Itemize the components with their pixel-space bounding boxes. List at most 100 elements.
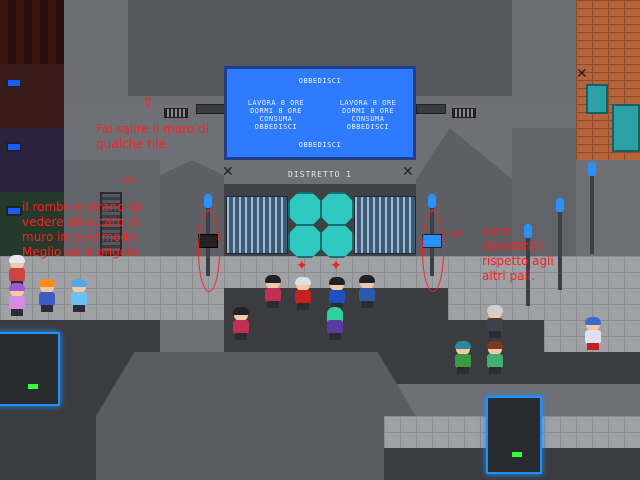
- portal-led-icon: [28, 384, 38, 389]
- pole-light-icon: [524, 224, 532, 238]
- npc-gate-1[interactable]: [262, 275, 284, 308]
- portal-right[interactable]: [486, 396, 542, 474]
- npc-hair: [329, 277, 345, 285]
- npc-legs: [331, 303, 343, 310]
- npc-body: [71, 292, 87, 306]
- portal-left[interactable]: [0, 332, 60, 406]
- window-icon: [6, 78, 22, 88]
- district-sign: DISTRETTO 1: [288, 170, 352, 179]
- arrow-right-icon: ⇨: [122, 170, 136, 189]
- npc-right-4[interactable]: [582, 317, 604, 350]
- vent-mid-right: [416, 104, 446, 114]
- pole-right-highlight: [422, 210, 444, 292]
- pole-light-icon: [588, 162, 596, 176]
- npc-legs: [297, 303, 309, 310]
- propaganda-screen: OBBEDISCI LAVORA 8 ORE DORMI 8 ORE CONSU…: [224, 66, 416, 160]
- npc-hair: [9, 283, 25, 291]
- screen-left-line: CONSUMA: [259, 115, 293, 123]
- red-star-marker-icon: ✦: [330, 258, 342, 274]
- npc-right-3[interactable]: [484, 341, 506, 374]
- pole-light-icon: [428, 194, 436, 208]
- emblem-brick-icon: ✕: [576, 66, 588, 82]
- brick-building-door: [612, 104, 640, 152]
- npc-body: [295, 290, 311, 304]
- side-door[interactable]: [100, 192, 122, 256]
- npc-right-1[interactable]: [484, 305, 506, 338]
- screen-left-line: LAVORA 8 ORE: [247, 99, 305, 107]
- pole-light-icon: [204, 194, 212, 208]
- npc-legs: [457, 367, 469, 374]
- gate-door-br[interactable]: [320, 224, 354, 258]
- left-building-purple: [0, 128, 64, 192]
- npc-hair: [295, 277, 311, 285]
- npc-guard-red[interactable]: [292, 277, 314, 310]
- note-poles: sono decentrati rispetto agli altri pali…: [482, 224, 554, 283]
- emblem-right-icon: ✕: [402, 164, 414, 180]
- npc-legs: [489, 331, 501, 338]
- npc-gate-3[interactable]: [356, 275, 378, 308]
- screen-right-line: DORMI 8 ORE: [342, 107, 394, 115]
- arrow-up-icon: ⇧: [142, 95, 154, 111]
- screen-header: OBBEDISCI: [298, 77, 342, 85]
- lower-diamond-wall: [96, 352, 416, 480]
- npc-body: [265, 288, 281, 302]
- npc-hair: [585, 317, 601, 325]
- npc-body: [9, 296, 25, 310]
- right-lower-wall: [512, 128, 576, 256]
- npc-left-3[interactable]: [36, 279, 58, 312]
- npc-legs: [41, 305, 53, 312]
- npc-hair: [487, 305, 503, 313]
- screen-footer: OBBEDISCI: [298, 141, 342, 149]
- npc-body: [329, 290, 345, 304]
- npc-body: [9, 268, 25, 282]
- vent-mid-left: [196, 104, 226, 114]
- screen-left-text: LAVORA 8 ORE DORMI 8 ORE CONSUMA OBBEDIS…: [233, 99, 319, 131]
- vent-right: [452, 108, 476, 118]
- npc-hair: [359, 275, 375, 283]
- vent-left: [164, 108, 188, 118]
- npc-left-2[interactable]: [6, 283, 28, 316]
- brick-building-window: [586, 84, 608, 114]
- npc-legs: [235, 333, 247, 340]
- gate-panel-left: [226, 196, 288, 254]
- npc-body: [585, 330, 601, 344]
- npc-legs: [587, 343, 599, 350]
- npc-body: [233, 320, 249, 334]
- window-icon: [6, 142, 22, 152]
- npc-gate-2[interactable]: [326, 277, 348, 310]
- gate-door-tl[interactable]: [288, 192, 322, 226]
- red-star-marker-icon: ✦: [296, 258, 308, 274]
- npc-hair: [455, 341, 471, 349]
- gate-door-bl[interactable]: [288, 224, 322, 258]
- npc-body: [359, 288, 375, 302]
- note-wall: Fai salire il muro di qualche tile: [96, 122, 209, 151]
- npc-body: [487, 318, 503, 332]
- npc-legs: [361, 301, 373, 308]
- npc-right-2[interactable]: [452, 341, 474, 374]
- screen-right-line: OBBEDISCI: [346, 123, 390, 131]
- plaza-floor-mid: [224, 256, 416, 288]
- pole-far-2: [558, 200, 562, 290]
- npc-legs: [489, 367, 501, 374]
- pole-far-3: [590, 164, 594, 254]
- screen-right-text: LAVORA 8 ORE DORMI 8 ORE CONSUMA OBBEDIS…: [325, 99, 411, 131]
- window-icon: [6, 206, 22, 216]
- npc-hair: [39, 279, 55, 287]
- npc-hair: [233, 307, 249, 315]
- gate-door-tr[interactable]: [320, 192, 354, 226]
- player-character[interactable]: [324, 307, 346, 340]
- arrow-left-icon: ⇦: [450, 224, 464, 243]
- npc-hair: [71, 279, 87, 287]
- npc-road-1[interactable]: [230, 307, 252, 340]
- pole-left-highlight: [198, 210, 220, 292]
- npc-hair: [9, 255, 25, 263]
- npc-legs: [73, 305, 85, 312]
- npc-body: [327, 320, 343, 334]
- npc-body: [455, 354, 471, 368]
- screen-right-line: LAVORA 8 ORE: [339, 99, 397, 107]
- npc-legs: [329, 333, 341, 340]
- npc-left-4[interactable]: [68, 279, 90, 312]
- portal-led-icon: [512, 452, 522, 457]
- pole-far-1: [526, 226, 530, 306]
- emblem-left-icon: ✕: [222, 164, 234, 180]
